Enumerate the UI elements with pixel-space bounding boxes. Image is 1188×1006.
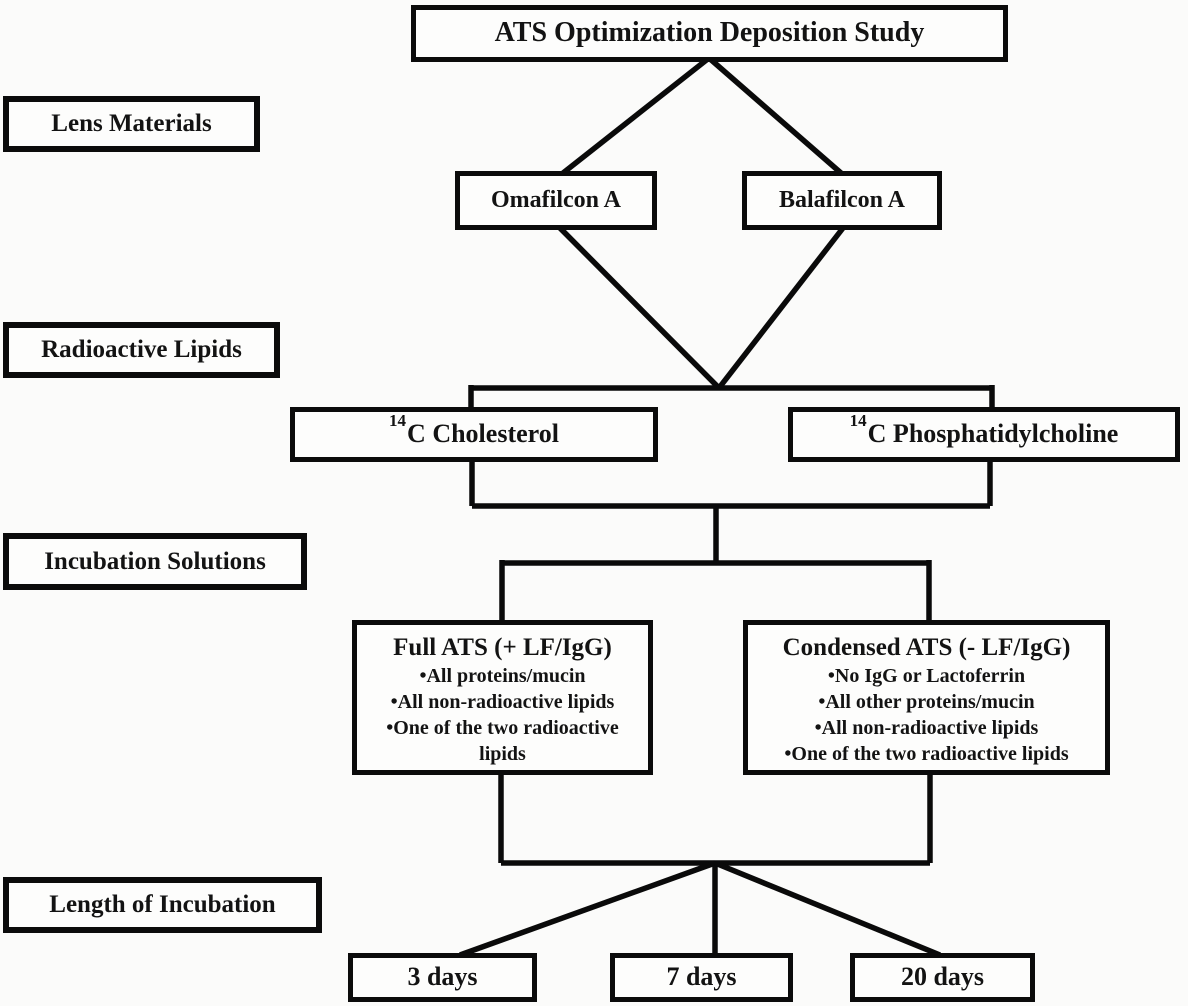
- bullet-item: •All other proteins/mucin: [818, 691, 1035, 713]
- node-label: 20 days: [900, 962, 985, 992]
- node-condensed-ats: Condensed ATS (- LF/IgG) •No IgG or Lact…: [743, 620, 1110, 775]
- bullet-item: •One of the two radioactive lipids: [784, 743, 1069, 765]
- node-label: Balafilcon A: [778, 187, 905, 214]
- isotope-superscript: 14: [389, 410, 407, 430]
- row-label-text: Length of Incubation: [49, 891, 276, 919]
- bullet-list: •All proteins/mucin •All non-radioactive…: [363, 663, 642, 767]
- node-14c-cholesterol: 14C Cholesterol: [290, 407, 658, 462]
- node-full-ats: Full ATS (+ LF/IgG) •All proteins/mucin …: [352, 620, 653, 775]
- connector-lenses-to-lipids: [468, 226, 995, 409]
- row-label-radioactive-lipids: Radioactive Lipids: [3, 322, 280, 378]
- bullet-item: •All proteins/mucin: [419, 665, 586, 687]
- bullet-item: •One of the two radioactive lipids: [386, 717, 619, 765]
- node-3-days: 3 days: [348, 953, 537, 1002]
- lipid-name: C Phosphatidylcholine: [867, 419, 1119, 449]
- diagram-title: ATS Optimization Deposition Study: [494, 17, 925, 49]
- row-label-length-of-incubation: Length of Incubation: [3, 877, 322, 933]
- node-label: 14C Cholesterol: [389, 412, 559, 449]
- isotope-superscript: 14: [849, 410, 867, 430]
- node-14c-phosphatidylcholine: 14C Phosphatidylcholine: [788, 407, 1180, 462]
- bullet-list: •No IgG or Lactoferrin •All other protei…: [784, 663, 1068, 767]
- connector-lipids-to-solutions: [469, 460, 993, 624]
- node-balafilcon-a: Balafilcon A: [742, 171, 942, 230]
- lipid-name: C Cholesterol: [407, 419, 559, 449]
- connector-title-to-lenses: [561, 55, 843, 176]
- row-label-text: Incubation Solutions: [44, 547, 266, 575]
- row-label-text: Lens Materials: [51, 110, 212, 138]
- node-omafilcon-a: Omafilcon A: [455, 171, 657, 230]
- connector-solutions-to-lengths: [459, 772, 942, 958]
- node-20-days: 20 days: [850, 953, 1035, 1002]
- node-heading: Condensed ATS (- LF/IgG): [782, 634, 1071, 661]
- node-label: 3 days: [407, 962, 478, 992]
- node-label: 14C Phosphatidylcholine: [850, 412, 1119, 449]
- node-7-days: 7 days: [610, 953, 793, 1002]
- row-label-text: Radioactive Lipids: [41, 336, 242, 364]
- row-label-incubation-solutions: Incubation Solutions: [3, 533, 307, 590]
- node-label: Omafilcon A: [491, 187, 621, 214]
- row-label-lens-materials: Lens Materials: [3, 96, 260, 152]
- node-heading: Full ATS (+ LF/IgG): [393, 634, 612, 661]
- title-box: ATS Optimization Deposition Study: [411, 5, 1008, 62]
- bullet-item: •All non-radioactive lipids: [814, 717, 1039, 739]
- node-label: 7 days: [666, 962, 737, 992]
- bullet-item: •All non-radioactive lipids: [390, 691, 615, 713]
- bullet-item: •No IgG or Lactoferrin: [827, 665, 1026, 687]
